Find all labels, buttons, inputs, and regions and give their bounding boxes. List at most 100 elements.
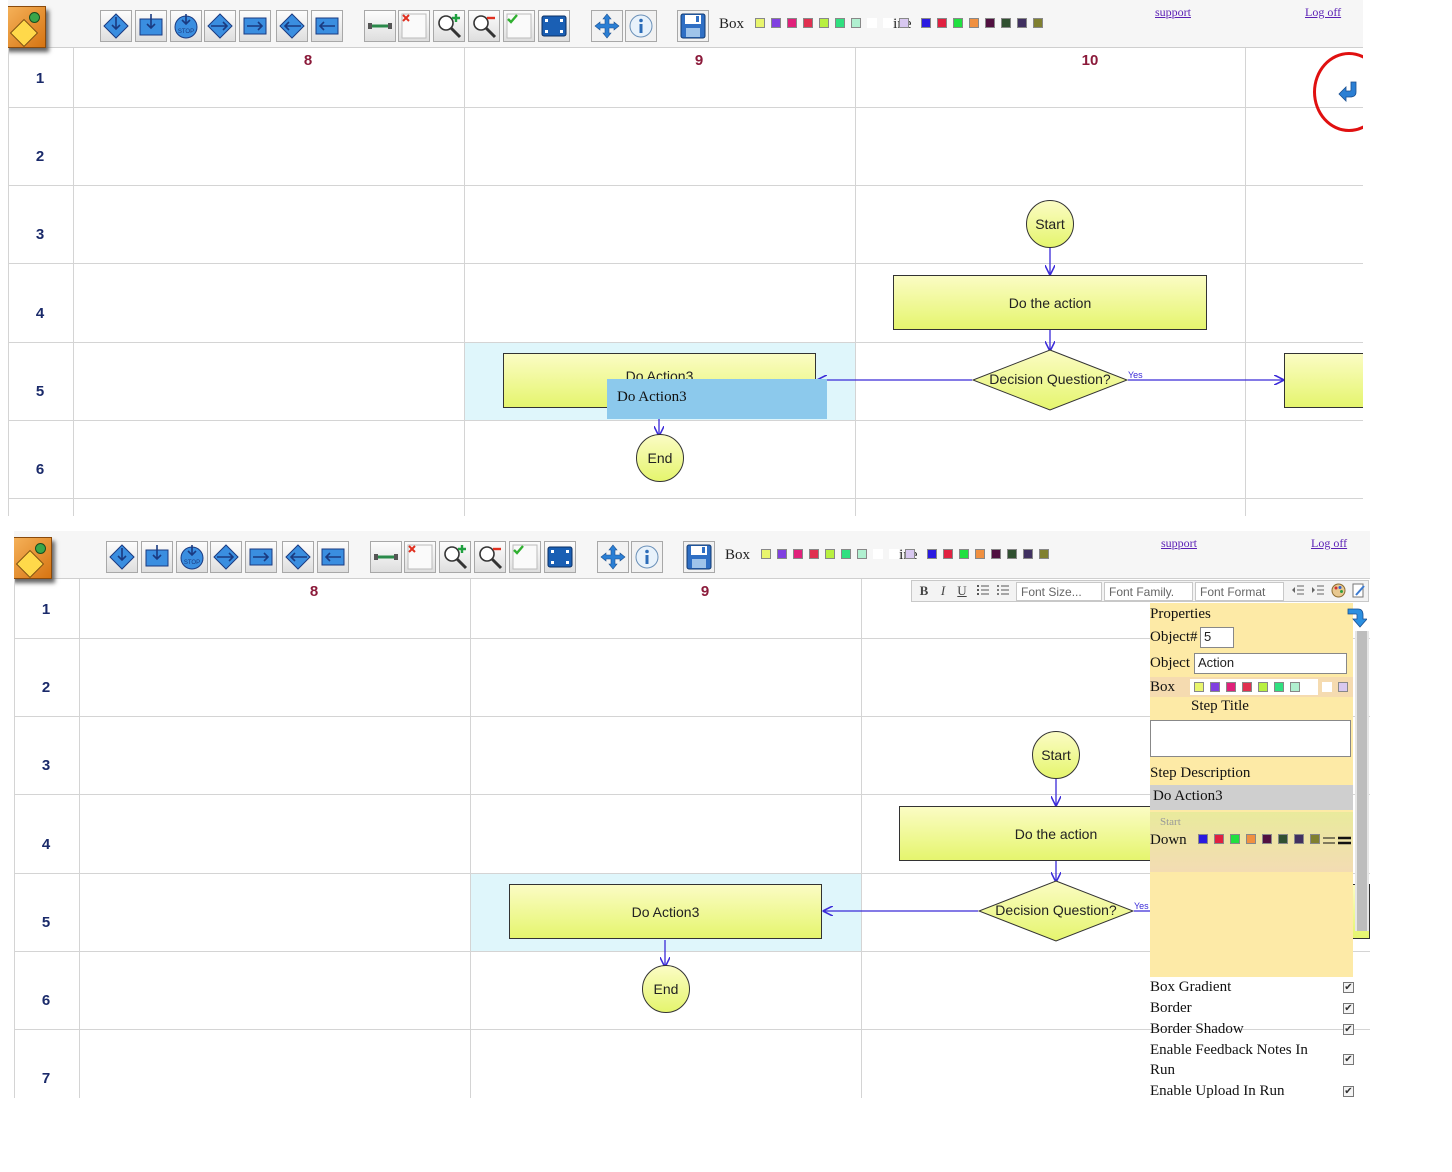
down-color-swatch[interactable] [1246, 834, 1256, 844]
check-icon[interactable] [509, 541, 541, 573]
action-left-icon[interactable] [311, 10, 343, 42]
action3-node[interactable]: Do Action3 [509, 884, 822, 939]
start-node[interactable]: Start [1026, 200, 1074, 248]
box-color-swatch[interactable] [835, 18, 845, 28]
option-checkbox[interactable]: ✔ [1343, 1024, 1354, 1035]
box-color-swatch[interactable] [1290, 682, 1300, 692]
down-color-swatch[interactable] [1294, 834, 1304, 844]
box-color-swatch[interactable] [793, 549, 803, 559]
decision-right-icon[interactable] [210, 541, 242, 573]
down-color-swatch[interactable] [1214, 834, 1224, 844]
box-color-swatch[interactable] [803, 18, 813, 28]
line-color-swatch[interactable] [927, 549, 937, 559]
box-color-swatch[interactable] [761, 549, 771, 559]
line-color-swatch[interactable] [1039, 549, 1049, 559]
box-color-swatch[interactable] [1194, 682, 1204, 692]
object-number-input[interactable]: 5 [1200, 627, 1234, 648]
underline-button[interactable]: U [957, 583, 967, 598]
app-logo[interactable] [14, 537, 52, 579]
action-left-icon[interactable] [317, 541, 349, 573]
move-icon[interactable] [597, 541, 629, 573]
box-color-swatch[interactable] [787, 18, 797, 28]
info-icon[interactable] [631, 541, 663, 573]
line-color-swatch[interactable] [991, 549, 1001, 559]
line-color-swatch[interactable] [1023, 549, 1033, 559]
start-down-icon[interactable] [106, 541, 138, 573]
end-node[interactable]: End [642, 965, 690, 1013]
connector-icon[interactable] [364, 10, 396, 42]
action-node[interactable]: Do the action [893, 275, 1207, 330]
box-color-swatch[interactable] [1306, 682, 1316, 692]
decision-node[interactable]: Decision Question? [971, 349, 1129, 411]
box-color-swatch[interactable] [857, 549, 867, 559]
box-color-swatch[interactable] [819, 18, 829, 28]
zoom-out-icon[interactable] [474, 541, 506, 573]
box-color-swatch[interactable] [905, 549, 915, 559]
support-link[interactable]: support [1155, 5, 1191, 19]
line-color-swatch[interactable] [937, 18, 947, 28]
delete-icon[interactable] [404, 541, 436, 573]
save-icon[interactable] [683, 541, 715, 573]
down-color-swatch[interactable] [1198, 834, 1208, 844]
action-down-icon[interactable] [141, 541, 173, 573]
stop-icon[interactable]: STOP [170, 10, 202, 42]
indent-icon[interactable] [1310, 583, 1326, 599]
stop-icon[interactable]: STOP [176, 541, 208, 573]
save-icon[interactable] [677, 10, 709, 42]
line-color-swatch[interactable] [969, 18, 979, 28]
box-color-swatch[interactable] [771, 18, 781, 28]
font-family-select[interactable]: Font Family. [1104, 582, 1193, 601]
box-color-swatch[interactable] [867, 18, 877, 28]
box-color-swatch[interactable] [1210, 682, 1220, 692]
action-node-right[interactable] [1284, 353, 1363, 408]
down-color-swatch[interactable] [1310, 834, 1320, 844]
zoom-out-icon[interactable] [468, 10, 500, 42]
box-color-swatch[interactable] [809, 549, 819, 559]
line-color-swatch[interactable] [921, 18, 931, 28]
connector-icon[interactable] [370, 541, 402, 573]
logoff-link[interactable]: Log off [1311, 536, 1348, 550]
logoff-link[interactable]: Log off [1305, 5, 1342, 19]
color-palette-icon[interactable] [1330, 583, 1346, 599]
edit-source-icon[interactable] [1350, 583, 1366, 599]
line-color-swatch[interactable] [1017, 18, 1027, 28]
start-down-icon[interactable] [100, 10, 132, 42]
box-color-swatch[interactable] [777, 549, 787, 559]
line-color-swatch[interactable] [1033, 18, 1043, 28]
box-color-swatch[interactable] [899, 18, 909, 28]
numbered-list-icon[interactable] [975, 583, 991, 599]
box-color-swatch[interactable] [1338, 682, 1348, 692]
line-color-swatch[interactable] [953, 18, 963, 28]
zoom-in-icon[interactable] [433, 10, 465, 42]
fit-screen-icon[interactable] [544, 541, 576, 573]
action-down-icon[interactable] [135, 10, 167, 42]
fit-screen-icon[interactable] [538, 10, 570, 42]
box-color-swatch[interactable] [883, 18, 893, 28]
info-icon[interactable] [625, 10, 657, 42]
line-style-icon[interactable] [1322, 834, 1352, 848]
box-color-swatch[interactable] [755, 18, 765, 28]
line-color-swatch[interactable] [985, 18, 995, 28]
box-color-swatch[interactable] [841, 549, 851, 559]
zoom-in-icon[interactable] [439, 541, 471, 573]
down-color-swatch[interactable] [1230, 834, 1240, 844]
decision-left-icon[interactable] [276, 10, 308, 42]
delete-icon[interactable] [398, 10, 430, 42]
step-description-input[interactable]: Do Action3 [1150, 785, 1353, 810]
step-title-input[interactable] [1150, 720, 1351, 757]
option-checkbox[interactable]: ✔ [1343, 982, 1354, 993]
collapse-arrow-icon[interactable] [1342, 606, 1368, 632]
font-format-select[interactable]: Font Format [1195, 582, 1284, 601]
support-link[interactable]: support [1161, 536, 1197, 550]
decision-left-icon[interactable] [282, 541, 314, 573]
bold-button[interactable]: B [919, 583, 929, 598]
box-color-swatch[interactable] [1242, 682, 1252, 692]
line-color-swatch[interactable] [943, 549, 953, 559]
line-color-swatch[interactable] [975, 549, 985, 559]
line-color-swatch[interactable] [1001, 18, 1011, 28]
line-color-swatch[interactable] [959, 549, 969, 559]
line-color-swatch[interactable] [1007, 549, 1017, 559]
down-color-swatch[interactable] [1278, 834, 1288, 844]
box-color-swatch[interactable] [825, 549, 835, 559]
box-color-swatch[interactable] [1258, 682, 1268, 692]
